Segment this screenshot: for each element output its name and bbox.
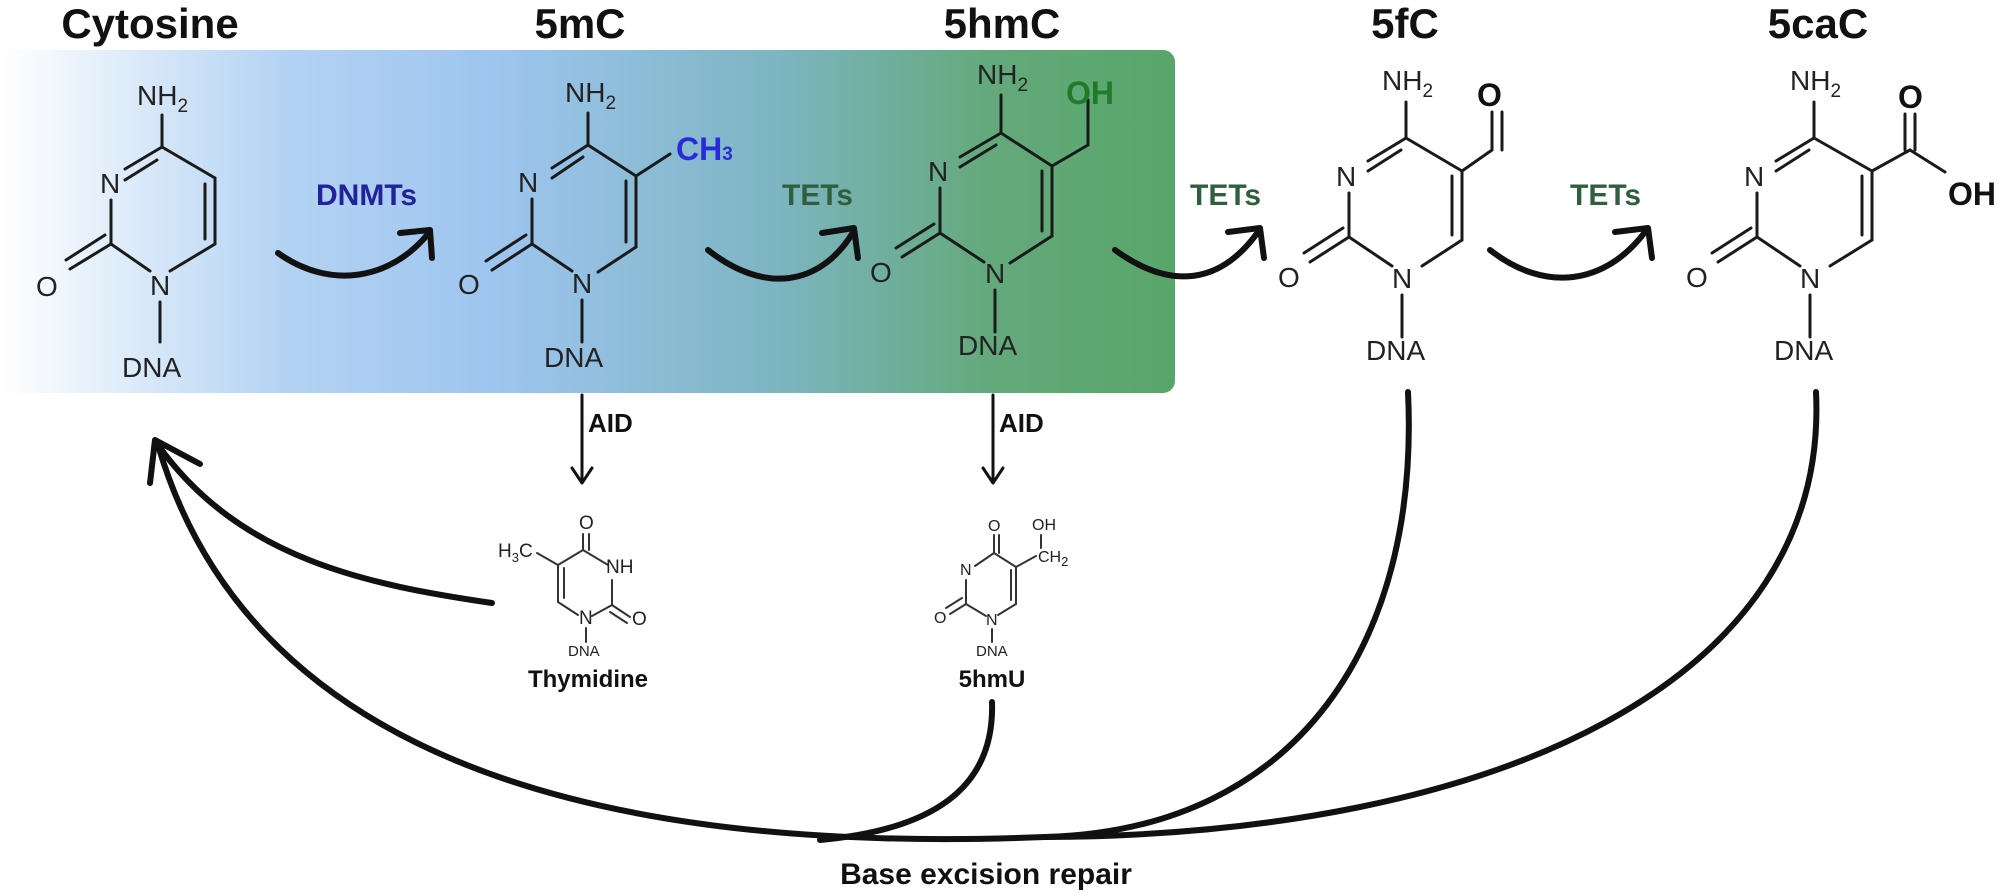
- 5hmc-o-label: O: [870, 257, 892, 288]
- 5hmu-n1-label: N: [986, 612, 998, 629]
- thymidine-n-label: N: [579, 608, 593, 629]
- tets-arrow-2-head: [1225, 225, 1267, 261]
- methylation-oxidation-background: [0, 50, 1175, 393]
- 5fc-title: 5fC: [1371, 0, 1439, 47]
- 5mc-methyl-label: CH3: [676, 131, 733, 167]
- 5mc-nh2-label: NH2: [565, 77, 616, 114]
- cytosine-title: Cytosine: [61, 0, 238, 47]
- tets-arrow-1-head: [819, 225, 861, 261]
- dnmts-arrow: [275, 231, 431, 279]
- tets-arrow-2: [1112, 229, 1261, 280]
- tets-arrow-3: [1487, 229, 1648, 281]
- cytosine-structure: NH2 N O N DNA: [36, 80, 217, 383]
- aid-arrow-1-head: [570, 466, 594, 485]
- 5fc-n1-label: N: [1392, 263, 1412, 294]
- tets-label-3: TETs: [1570, 179, 1641, 212]
- 5cac-repair-line: [1042, 389, 1820, 840]
- 5hmc-n3-label: N: [928, 156, 948, 187]
- 5fc-nh2-label: NH2: [1382, 65, 1433, 102]
- 5hmu-name: 5hmU: [959, 666, 1026, 693]
- 5fc-dna-label: DNA: [1366, 335, 1425, 366]
- 5cac-carboxyl-oh-label: OH: [1948, 176, 1996, 212]
- tets-label-1: TETs: [782, 179, 853, 212]
- thymidine-methyl-label: H3C: [498, 541, 533, 565]
- 5cac-n1-label: N: [1800, 263, 1820, 294]
- cytosine-dna-label: DNA: [122, 352, 181, 383]
- cytosine-nh2-label: NH2: [137, 80, 188, 117]
- 5fc-structure: NH2 O N O N DNA: [1278, 65, 1504, 366]
- 5cac-nh2-label: NH2: [1790, 65, 1841, 102]
- thymidine-o-right-label: O: [632, 609, 647, 630]
- 5mc-n3-label: N: [518, 167, 538, 198]
- dnmts-arrow-head: [397, 227, 435, 261]
- 5hmu-dna-label: DNA: [976, 643, 1008, 660]
- 5cac-title: 5caC: [1768, 0, 1868, 47]
- thymidine-o-top-label: O: [579, 513, 594, 534]
- 5mc-n1-label: N: [572, 268, 592, 299]
- tets-arrow-3-head: [1612, 225, 1655, 261]
- 5hmu-structure: OH CH2 O N O N DNA 5hmU: [934, 517, 1068, 693]
- 5hmc-title: 5hmC: [944, 0, 1061, 47]
- 5cac-n3-label: N: [1744, 161, 1764, 192]
- cytosine-n1-label: N: [150, 270, 170, 301]
- dnmts-label: DNMTs: [316, 179, 417, 212]
- tets-arrow-1: [705, 231, 855, 282]
- 5mc-title: 5mC: [534, 0, 625, 47]
- 5hmu-o-top-label: O: [988, 518, 1000, 535]
- cytosine-n3-label: N: [100, 168, 120, 199]
- thymidine-structure: H3C O NH O N DNA Thymidine: [498, 513, 648, 693]
- 5cac-structure: NH2 O OH N O N DNA: [1686, 65, 1996, 366]
- 5hmc-dna-label: DNA: [958, 330, 1017, 361]
- 5hmu-n3-label: N: [960, 562, 972, 579]
- 5hmc-hydroxyl-label: OH: [1066, 75, 1114, 111]
- 5fc-repair-line: [1042, 389, 1412, 840]
- tets-label-2: TETs: [1190, 179, 1261, 212]
- thymidine-name: Thymidine: [528, 666, 648, 693]
- 5hmc-n1-label: N: [985, 258, 1005, 289]
- thymidine-dna-label: DNA: [568, 643, 600, 660]
- 5cac-carboxyl-o-label: O: [1898, 79, 1923, 115]
- 5mc-o-label: O: [458, 269, 480, 300]
- base-excision-repair-label: Base excision repair: [840, 858, 1132, 891]
- 5hmu-ch2-label: CH2: [1038, 549, 1068, 569]
- aid-label-1: AID: [588, 408, 633, 438]
- 5hmu-oh-label: OH: [1032, 517, 1056, 534]
- 5hmc-structure: NH2 OH N O N DNA: [870, 59, 1114, 361]
- ber-main-arrow: [155, 442, 1048, 843]
- 5hmu-repair-line: [817, 699, 996, 843]
- aid-arrow-2-head: [981, 466, 1005, 485]
- 5cac-o-label: O: [1686, 262, 1708, 293]
- 5hmu-o-left-label: O: [934, 610, 946, 627]
- 5fc-o-label: O: [1278, 262, 1300, 293]
- 5cac-dna-label: DNA: [1774, 335, 1833, 366]
- 5fc-formyl-o-label: O: [1477, 77, 1502, 113]
- 5mc-dna-label: DNA: [544, 342, 603, 373]
- cytosine-o-label: O: [36, 271, 58, 302]
- aid-label-2: AID: [999, 408, 1044, 438]
- 5fc-n3-label: N: [1336, 161, 1356, 192]
- thymidine-nh-label: NH: [606, 557, 633, 578]
- 5mc-structure: NH2 CH3 N O N DNA: [458, 77, 733, 373]
- cytosine-return-arrow-head: [147, 437, 203, 486]
- thymidine-to-cytosine-arrow: [155, 442, 495, 606]
- 5hmc-nh2-label: NH2: [977, 59, 1028, 96]
